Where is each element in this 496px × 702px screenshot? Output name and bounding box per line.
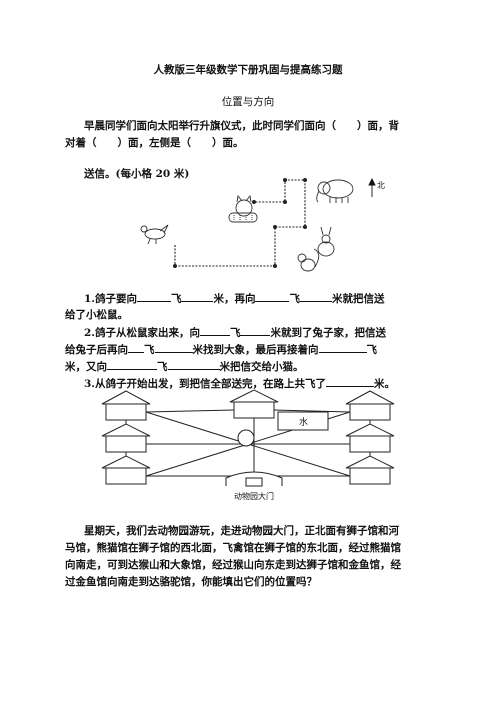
route-node <box>303 225 307 229</box>
answer-blank[interactable] <box>318 341 367 353</box>
water-label: 水 <box>299 416 308 428</box>
route-path <box>175 179 306 267</box>
pavilion-top-left <box>101 390 151 421</box>
story-line4: 过金鱼馆向南走到达骆驼馆，你能填出它们的位置吗？ <box>65 576 317 588</box>
route-node <box>283 178 287 182</box>
answer-blank[interactable] <box>107 358 157 370</box>
route-node <box>283 200 287 204</box>
answer-blank[interactable] <box>128 341 144 353</box>
pigeon-icon <box>140 224 169 245</box>
mail-route-diagram: 北 <box>140 177 385 272</box>
answer-blank[interactable] <box>154 341 193 353</box>
rabbit-icon <box>317 226 335 257</box>
answer-blank[interactable] <box>199 324 230 336</box>
route-node <box>273 225 277 229</box>
elephant-icon <box>316 179 354 203</box>
question-sunrise-line2: 对着（ ）面，左侧是（ ）面。 <box>65 137 244 149</box>
section-subtitle: 位置与方向 <box>221 96 275 108</box>
pavilion-top-right <box>345 390 395 421</box>
story-line2: 马馆，熊猫馆在狮子馆的西北面，飞禽馆在狮子馆的东北面，经过熊猫馆 <box>65 542 401 554</box>
pavilion-mid-right <box>345 423 395 453</box>
question-2-line2: 给兔子后再向飞米找到大象，最后再接着向飞 <box>65 341 377 359</box>
answer-blank[interactable] <box>255 290 290 302</box>
answer-blank[interactable] <box>299 290 332 302</box>
answer-blank[interactable] <box>325 375 374 387</box>
cat-icon <box>228 194 258 223</box>
zoo-map-diagram: 水 动物园大门 <box>101 389 395 501</box>
mail-heading: 送信。(每小格 20 米) <box>84 168 190 180</box>
lion-center-icon <box>237 429 255 447</box>
answer-blank[interactable] <box>167 358 220 370</box>
north-label: 北 <box>377 181 385 190</box>
squirrel-icon <box>297 248 320 272</box>
document-title: 人教版三年级数学下册巩固与提高练习题 <box>153 64 343 76</box>
answer-blank[interactable] <box>240 324 271 336</box>
zoo-gate-icon <box>225 471 283 487</box>
water-pond <box>277 411 329 431</box>
pavilion-bottom-left <box>101 455 151 485</box>
zoo-gate-label: 动物园大门 <box>234 491 274 501</box>
question-sunrise-line1: 早晨同学们面向太阳举行升旗仪式，此时同学们面向（ ）面，背 <box>84 120 399 132</box>
story-line1: 星期天，我们去动物园游玩，走进动物园大门，正北面有狮子馆和河 <box>84 525 399 537</box>
pavilion-mid-left <box>101 423 151 453</box>
question-1-line1: 1.鸽子要向飞米，再向飞米就把信送 <box>84 290 384 308</box>
question-2-line1: 2.鸽子从松鼠家出来，向飞米就到了兔子家，把信送 <box>84 324 386 342</box>
question-1-line2: 给了小松鼠。 <box>65 309 128 321</box>
route-node <box>303 178 307 182</box>
pavilion-top-center <box>229 389 279 419</box>
answer-blank[interactable] <box>136 290 171 302</box>
pavilion-bottom-right <box>345 455 395 485</box>
north-arrow-icon <box>368 177 376 197</box>
route-node <box>252 200 256 204</box>
story-line3: 向南走，可到达猴山和大象馆，经过猴山向东走到达狮子馆和金鱼馆，经 <box>65 559 401 571</box>
question-2-line3: 米，又向飞米把信交给小猫。 <box>65 358 304 376</box>
route-node <box>273 264 277 268</box>
answer-blank[interactable] <box>181 290 214 302</box>
question-3-line: 3.从鸽子开始出发，到把信全部送完，在路上共飞了米。 <box>84 375 395 393</box>
